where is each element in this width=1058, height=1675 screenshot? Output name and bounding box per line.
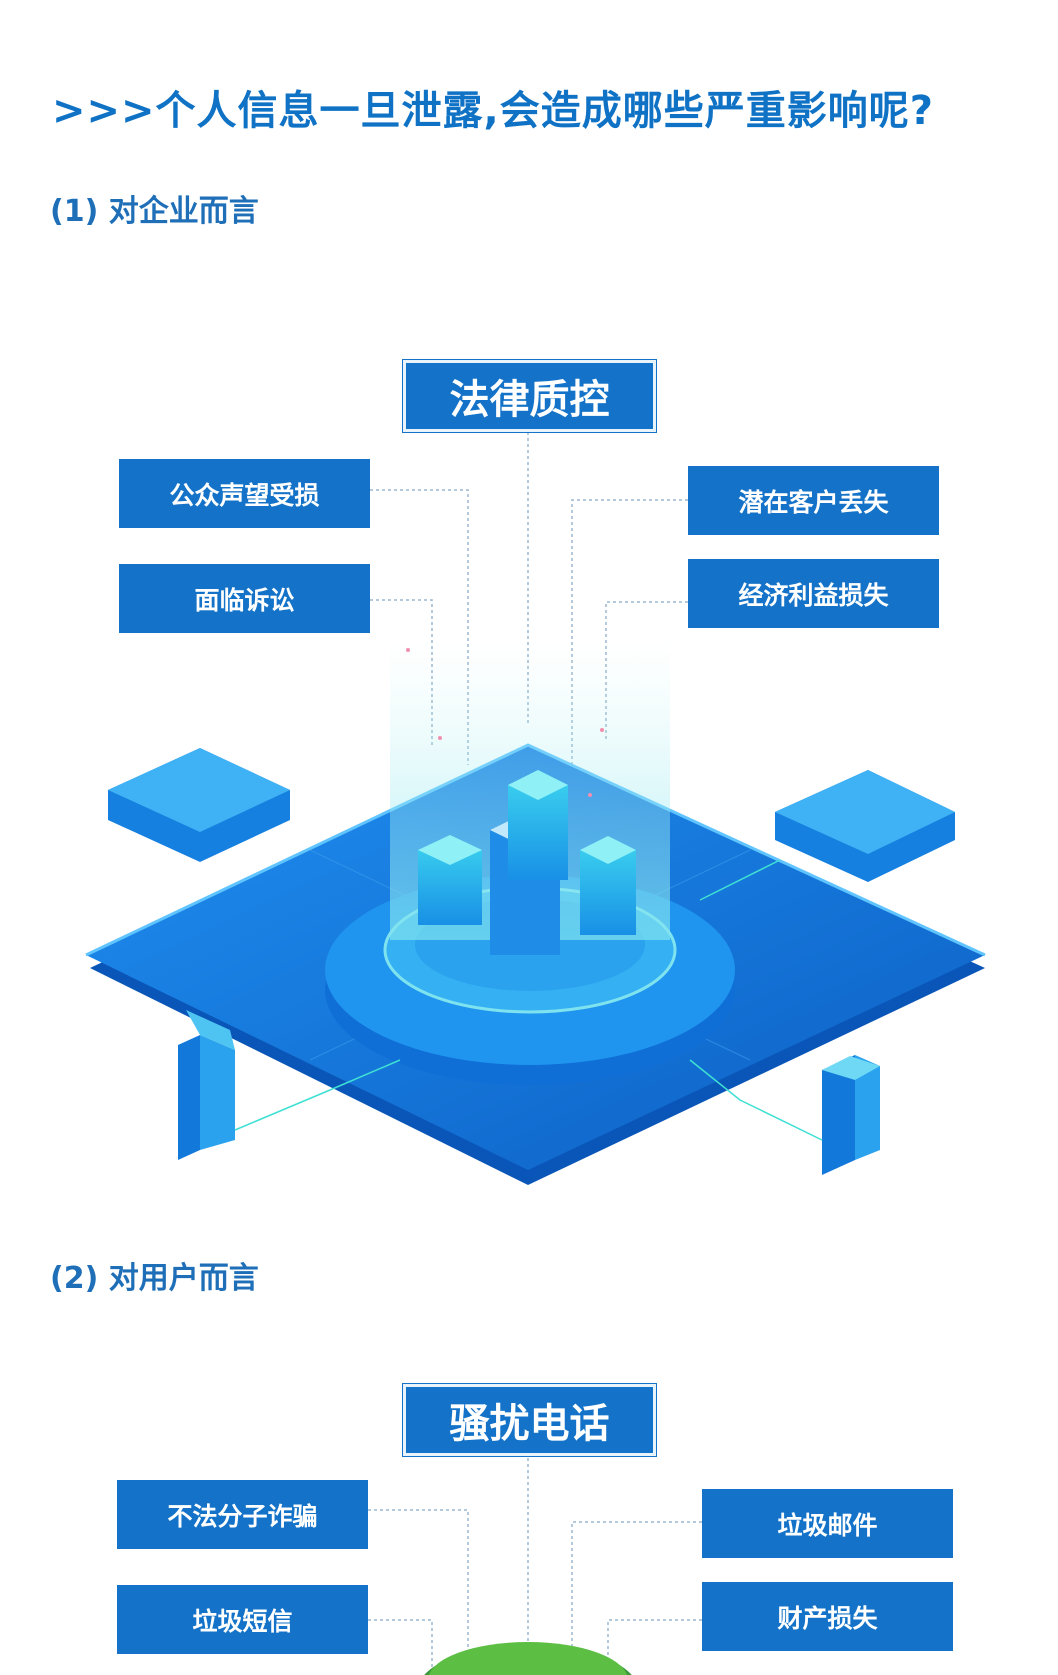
- right-item-potential-customer-loss: 潜在客户丢失: [688, 466, 939, 535]
- right-item-property-loss: 财产损失: [702, 1582, 953, 1651]
- section-1-label: (1) 对企业而言: [50, 194, 259, 229]
- page-title: >>>个人信息一旦泄露,会造成哪些严重影响呢?: [52, 88, 934, 134]
- left-item-fraud: 不法分子诈骗: [117, 1480, 368, 1549]
- left-item-lawsuits: 面临诉讼: [119, 564, 370, 633]
- right-item-spam-email: 垃圾邮件: [702, 1489, 953, 1558]
- section-2-label: (2) 对用户而言: [50, 1261, 259, 1296]
- left-item-spam-sms: 垃圾短信: [117, 1585, 368, 1654]
- left-item-reputation-damage: 公众声望受损: [119, 459, 370, 528]
- right-item-economic-loss: 经济利益损失: [688, 559, 939, 628]
- center-label-legal-quality-control: 法律质控: [403, 360, 656, 432]
- center-label-harassment-calls: 骚扰电话: [403, 1384, 656, 1456]
